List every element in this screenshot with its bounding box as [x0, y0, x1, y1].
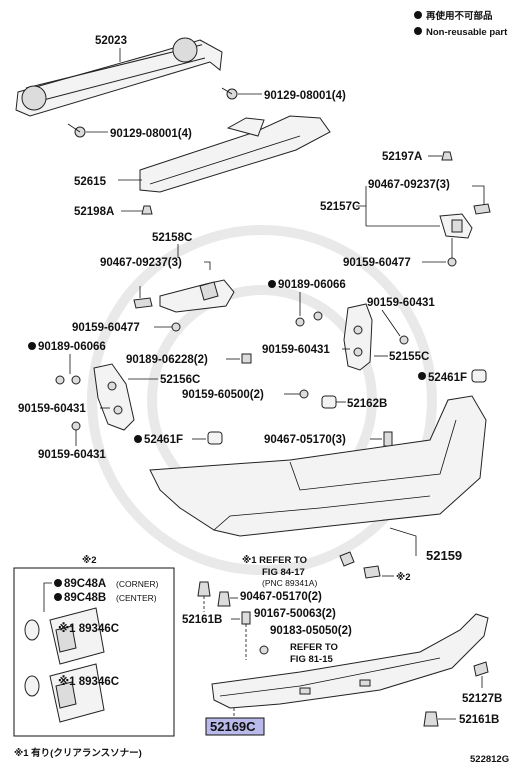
nut-icon — [171, 322, 181, 332]
nut-icon — [295, 317, 305, 327]
label-52127B: 52127B — [462, 693, 502, 705]
clip-icon — [383, 431, 393, 447]
nut-icon — [313, 311, 323, 321]
part-52155C[interactable] — [343, 303, 373, 371]
non-reusable-dot-icon — [54, 579, 62, 587]
label-89C48B: 89C48B — [64, 592, 106, 604]
label-52197A: 52197A — [382, 151, 422, 163]
label-screw-90159-60431-left-b: 90159-60431 — [38, 449, 106, 461]
refer-84-17-line3: (PNC 89341A) — [262, 578, 317, 588]
box-mark-2: ※2 — [82, 555, 97, 566]
non-reusable-dot-icon — [414, 11, 422, 19]
nut-icon — [299, 389, 309, 399]
label-90467-05170-2: 90467-05170(2) — [240, 591, 322, 603]
label-52461F-left: 52461F — [144, 434, 183, 446]
label-screw-90467-right: 90467-09237(3) — [368, 179, 450, 191]
non-reusable-dot-icon — [268, 280, 276, 288]
part-52157C[interactable] — [439, 213, 473, 239]
label-52198A: 52198A — [74, 206, 114, 218]
label-52169C-highlight — [205, 717, 265, 736]
figure-code: 522812G — [470, 754, 509, 765]
nut-icon — [259, 645, 269, 655]
non-reusable-dot-icon — [418, 372, 426, 380]
label-52169C: 52169C — [210, 719, 256, 734]
clip-icon — [197, 581, 211, 597]
legend: 再使用不可部品 Non-reusable part — [414, 10, 508, 38]
label-52161B-left: 52161B — [182, 614, 222, 626]
label-52023: 52023 — [95, 35, 127, 47]
clip-icon — [441, 151, 453, 161]
refer-81-15-line1: REFER TO — [290, 642, 338, 653]
label-52157C: 52157C — [320, 201, 360, 213]
label-52162B: 52162B — [347, 398, 387, 410]
clip-icon — [473, 661, 489, 677]
screw-icon — [133, 297, 153, 309]
screw-icon — [241, 611, 251, 625]
part-52159[interactable] — [149, 395, 487, 537]
nut-icon — [71, 375, 81, 385]
part-52156C[interactable] — [93, 363, 135, 431]
label-89C48A: 89C48A — [64, 578, 106, 590]
label-center: (CENTER) — [116, 593, 157, 603]
bolt-icon — [67, 123, 86, 138]
refer-81-15-line2: FIG 81-15 — [290, 654, 333, 665]
nut-icon — [71, 421, 81, 431]
label-52158C: 52158C — [152, 232, 192, 244]
label-90167-50063: 90167-50063(2) — [254, 608, 336, 620]
pad-icon — [321, 395, 337, 409]
legend-jp-text: 再使用不可部品 — [426, 10, 493, 22]
clip-icon — [141, 205, 153, 215]
label-nut-90159-60477-right: 90159-60477 — [343, 257, 411, 269]
label-52155C: 52155C — [389, 351, 429, 363]
clip-icon — [217, 591, 231, 607]
label-clip-90189-left: 90189-06066 — [38, 341, 106, 353]
non-reusable-dot-icon — [28, 342, 36, 350]
nut-icon — [447, 257, 457, 267]
label-screw-90467-left: 90467-09237(3) — [100, 257, 182, 269]
refer-84-17-line1: ※1 REFER TO — [242, 555, 307, 566]
pad-icon — [207, 431, 223, 445]
label-screw-90159-60431-right-a: 90159-60431 — [367, 297, 435, 309]
footnote: ※1 有り(クリアランスソナー) — [14, 747, 142, 759]
part-52158C[interactable] — [159, 279, 235, 313]
non-reusable-dot-icon — [414, 27, 422, 35]
clip-icon — [241, 353, 252, 364]
part-52615[interactable] — [139, 115, 331, 193]
legend-en-text: Non-reusable part — [426, 27, 508, 38]
screw-icon — [473, 203, 491, 215]
label-corner: (CORNER) — [116, 579, 159, 589]
part-52169C[interactable] — [211, 613, 489, 709]
label-screw-90159-60431-left-a: 90159-60431 — [18, 403, 86, 415]
nut-icon — [55, 375, 65, 385]
sensor-upper[interactable] — [24, 607, 105, 665]
non-reusable-dot-icon — [134, 435, 142, 443]
pad-icon — [471, 369, 487, 383]
label-52615: 52615 — [74, 176, 107, 188]
nut-icon — [399, 335, 409, 345]
mark-2-label: ※2 — [396, 572, 411, 583]
label-sensor-upper: ※1 89346C — [58, 621, 119, 635]
label-52159: 52159 — [426, 548, 462, 563]
label-90159-60500: 90159-60500(2) — [182, 389, 264, 401]
clip-icon — [423, 711, 439, 727]
part-52023[interactable] — [15, 37, 223, 117]
label-bolt-lower: 90129-08001(4) — [110, 128, 192, 140]
label-90183-05050: 90183-05050(2) — [270, 625, 352, 637]
non-reusable-dot-icon — [54, 593, 62, 601]
label-bolt-upper: 90129-08001(4) — [264, 90, 346, 102]
refer-84-17-line2: FIG 84-17 — [262, 567, 305, 578]
label-52461F-right: 52461F — [428, 372, 467, 384]
label-90467-05170-3: 90467-05170(3) — [264, 434, 346, 446]
label-screw-90159-60431-right-b: 90159-60431 — [262, 344, 330, 356]
label-90189-06228: 90189-06228(2) — [126, 354, 208, 366]
sensor-lower[interactable] — [24, 663, 105, 723]
label-52156C: 52156C — [160, 374, 200, 386]
label-nut-90159-60477-left: 90159-60477 — [72, 322, 140, 334]
label-clip-90189-right: 90189-06066 — [278, 279, 346, 291]
sensor-holder-icon — [339, 551, 355, 567]
label-52161B-right: 52161B — [459, 714, 499, 726]
bolt-icon — [221, 87, 238, 100]
label-sensor-lower: ※1 89346C — [58, 674, 119, 688]
